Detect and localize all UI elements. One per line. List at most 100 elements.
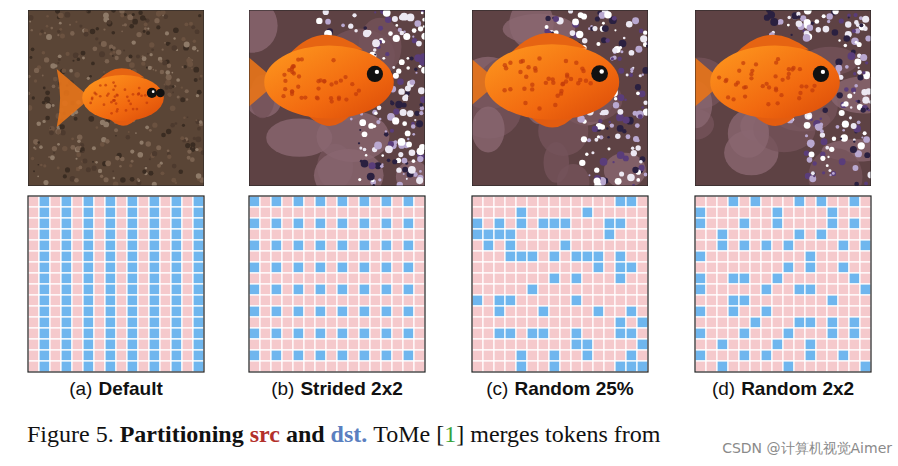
src-token [182,361,193,372]
src-token [538,262,549,273]
rock-speck [165,70,170,75]
src-token [293,229,304,240]
rock-speck [181,86,183,88]
src-token [392,207,403,218]
rock-speck [114,128,118,132]
dst-token [337,262,348,273]
src-token [348,273,359,284]
rock-speck [51,127,53,129]
anemone-speck [418,87,425,94]
src-token [370,240,381,251]
src-token [304,262,315,273]
src-token [304,240,315,251]
dst-token [83,284,94,295]
anemone-speck [420,96,425,103]
src-token [626,273,637,284]
dst-token [604,218,615,229]
dst-token [149,361,160,372]
dst-token [149,295,160,306]
src-token [381,273,392,284]
anemone-speck [384,132,389,137]
src-token [348,339,359,350]
rock-speck [152,123,157,128]
src-token [549,229,560,240]
rock-speck [99,85,101,87]
src-token [50,306,61,317]
rock-speck [79,166,83,170]
anemone-speck [381,163,383,165]
src-token [637,240,648,251]
anemone-speck [401,158,407,164]
anemone-speck [362,131,368,137]
rock-speck [107,21,113,27]
rock-speck [145,167,148,170]
dst-token [83,317,94,328]
src-token [637,284,648,295]
fish-eye-glint [599,69,603,73]
anemone-speck [860,107,865,112]
src-token [414,196,425,207]
dst-token [39,328,50,339]
dst-token [127,251,138,262]
rock-speck [52,85,56,89]
anemone-speck [414,68,417,71]
src-token [392,350,403,361]
src-token [414,328,425,339]
src-token [626,207,637,218]
rock-speck [195,29,200,34]
anemone-speck [832,29,839,36]
src-token [604,284,615,295]
fish-scale [565,74,569,78]
src-token [527,229,538,240]
fish-scale [114,95,117,98]
fish-scale [791,66,795,70]
src-token [260,361,271,372]
src-token [50,328,61,339]
src-token [182,350,193,361]
anemone-speck [868,172,871,179]
src-token [593,273,604,284]
anemone-speck [816,27,821,32]
anemone-speck [585,152,588,155]
rock-speck [103,28,105,30]
src-token [560,207,571,218]
src-token [72,317,83,328]
src-token [560,273,571,284]
rock-speck [185,143,190,148]
src-token [160,339,171,350]
anemone-speck [853,140,855,142]
fish-scale [127,100,130,103]
rock-speck [60,130,65,135]
dst-token [105,251,116,262]
dst-token [293,262,304,273]
rock-speck [138,11,142,15]
anemone-speck [868,109,870,111]
src-token [94,361,105,372]
rock-speck [197,50,199,52]
dst-token [83,339,94,350]
src-token [326,306,337,317]
fish-scale [519,60,523,64]
anemone-speck [402,167,408,173]
dst-token [149,306,160,317]
src-token [28,295,39,306]
fish-body [710,46,840,119]
src-token [359,251,370,262]
dst-token [560,218,571,229]
rock-speck [90,29,95,34]
src-token [549,262,560,273]
rock-speck [113,182,119,186]
src-token [403,295,414,306]
dst-token [337,284,348,295]
dst-token [527,284,538,295]
rock-speck [119,165,121,167]
anemone-speck [412,28,417,33]
src-token [271,317,282,328]
src-token [72,229,83,240]
rock-speck [193,137,196,140]
anemone-speck [407,110,414,117]
dst-token [171,229,182,240]
anemone-speck [858,142,865,149]
src-token [359,317,370,328]
rock-speck [160,70,164,74]
